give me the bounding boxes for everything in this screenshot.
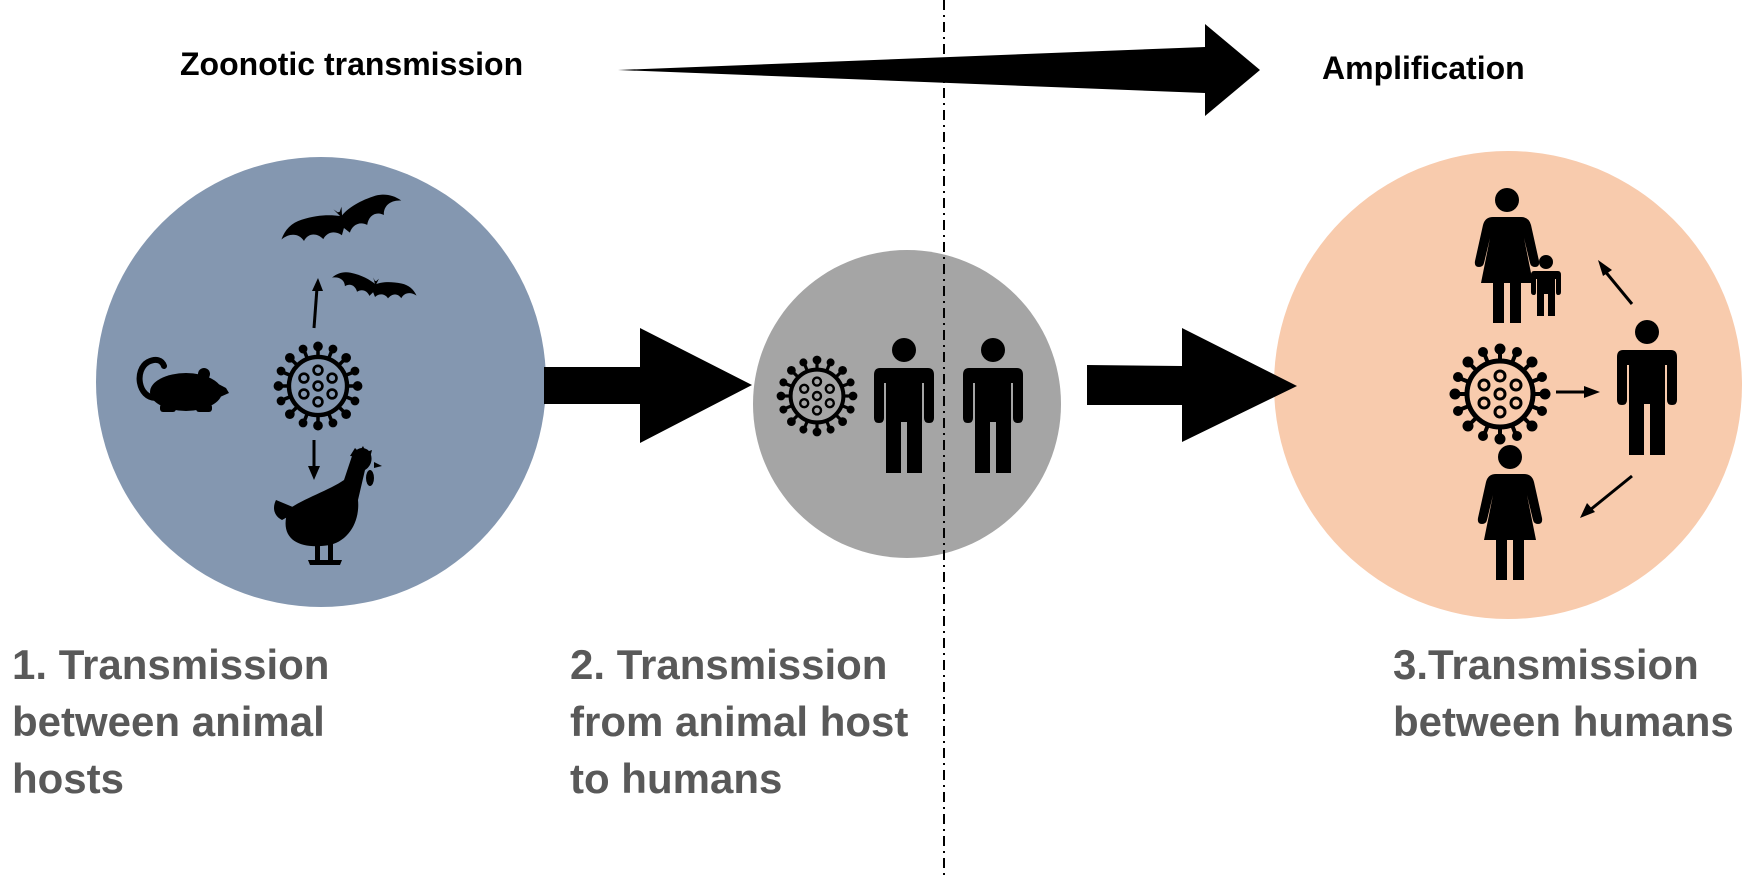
arrow-stage1-to-stage2 bbox=[544, 328, 752, 443]
stage1-icons bbox=[136, 188, 419, 565]
stage3-icons bbox=[1452, 188, 1677, 580]
stage3-label: 3.Transmission between humans bbox=[1393, 636, 1734, 750]
stage1-label-line: 1. Transmission bbox=[12, 641, 330, 688]
arrow-stage2-to-stage3 bbox=[1087, 328, 1297, 442]
stage1-label: 1. Transmission between animal hosts bbox=[12, 636, 329, 807]
amplification-header: Amplification bbox=[1322, 50, 1525, 86]
stage3-circle bbox=[1274, 151, 1742, 619]
arrow-person-to-woman bbox=[1589, 474, 1633, 512]
arrow-person-to-woman-child bbox=[1602, 269, 1634, 305]
stage1-label-line: hosts bbox=[12, 755, 125, 802]
zoonotic-transmission-header: Zoonotic transmission bbox=[180, 46, 524, 82]
stage1-label-line: between animal bbox=[12, 698, 325, 745]
stage2-label-line: to humans bbox=[570, 755, 783, 802]
stage2-label-line: 2. Transmission bbox=[570, 641, 888, 688]
stage3-label-line: between humans bbox=[1393, 698, 1734, 745]
arrow-virus-to-bat bbox=[312, 287, 319, 329]
stage3-label-line: 3.Transmission bbox=[1393, 641, 1699, 688]
stage2-label: 2. Transmission from animal host to huma… bbox=[570, 636, 908, 807]
chicken-icon bbox=[274, 446, 382, 565]
progression-arrow bbox=[618, 24, 1260, 116]
stage2-label-line: from animal host bbox=[570, 698, 909, 745]
rat-icon bbox=[136, 356, 229, 412]
